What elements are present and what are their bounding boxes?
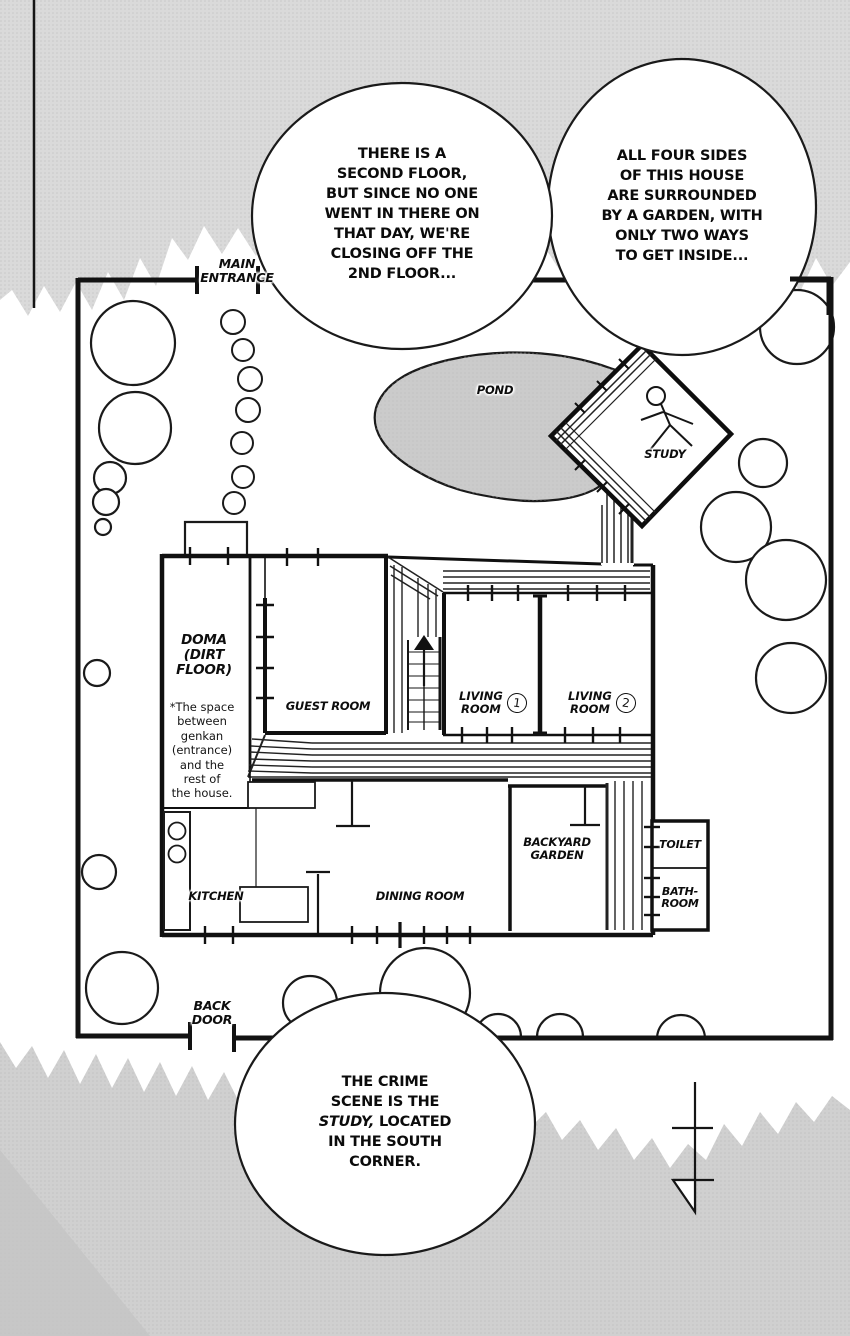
body-stick-figure-icon: [640, 386, 694, 451]
circled-number-2: 2: [614, 691, 638, 715]
wall-corner-overlay: [790, 276, 832, 315]
stepping-stones: [220, 309, 263, 515]
label-toilet: TOILET: [659, 838, 701, 851]
label-dining-room: DINING ROOM: [375, 889, 465, 903]
bubble-second-floor-text: THERE IS A SECOND FLOOR, BUT SINCE NO ON…: [324, 146, 480, 282]
label-guest-room: GUEST ROOM: [285, 699, 371, 713]
speech-bubbles: [233, 57, 818, 1257]
label-kitchen: KITCHEN: [188, 889, 244, 903]
stairs-icon: [407, 637, 442, 730]
kitchen-counter: [163, 811, 191, 931]
bubble-garden-text: ALL FOUR SIDES OF THIS HOUSE ARE SURROUN…: [601, 148, 763, 264]
label-main-entrance: MAIN ENTRANCE: [200, 256, 274, 285]
label-back-door: BACK DOOR: [191, 998, 233, 1027]
bubble-crime-scene-text: THE CRIME SCENE IS THE STUDY, LOCATED IN…: [318, 1074, 452, 1170]
door-leaves: [306, 781, 600, 933]
label-living-room-1: LIVING ROOM 1: [459, 689, 529, 716]
label-doma: DOMA (DIRT FLOOR): [176, 632, 232, 679]
house-plan: [159, 520, 710, 948]
garden-trees: [80, 288, 836, 1040]
door-ticks: [188, 547, 660, 948]
label-study: STUDY: [644, 447, 686, 461]
circled-number-1: 1: [505, 691, 529, 715]
bubble-second-floor: [250, 81, 554, 351]
study-room: [547, 341, 735, 530]
label-backyard-garden: BACKYARD GARDEN: [523, 835, 591, 862]
study-engawa-ticks: [574, 358, 630, 515]
bubble-crime-scene: [233, 991, 537, 1257]
label-pond: POND: [476, 383, 514, 397]
genkan-step: [247, 781, 316, 809]
compass-arrow-icon: [670, 1082, 714, 1216]
doma-footnote: *The space between genkan (entrance) and…: [169, 700, 235, 801]
label-living-room-2: LIVING ROOM 2: [568, 689, 638, 716]
toilet-bath-block: [650, 819, 710, 932]
dining-table: [239, 886, 309, 923]
label-bathroom: BATH- ROOM: [661, 885, 699, 911]
stairs-up-arrow-icon: [414, 635, 434, 650]
